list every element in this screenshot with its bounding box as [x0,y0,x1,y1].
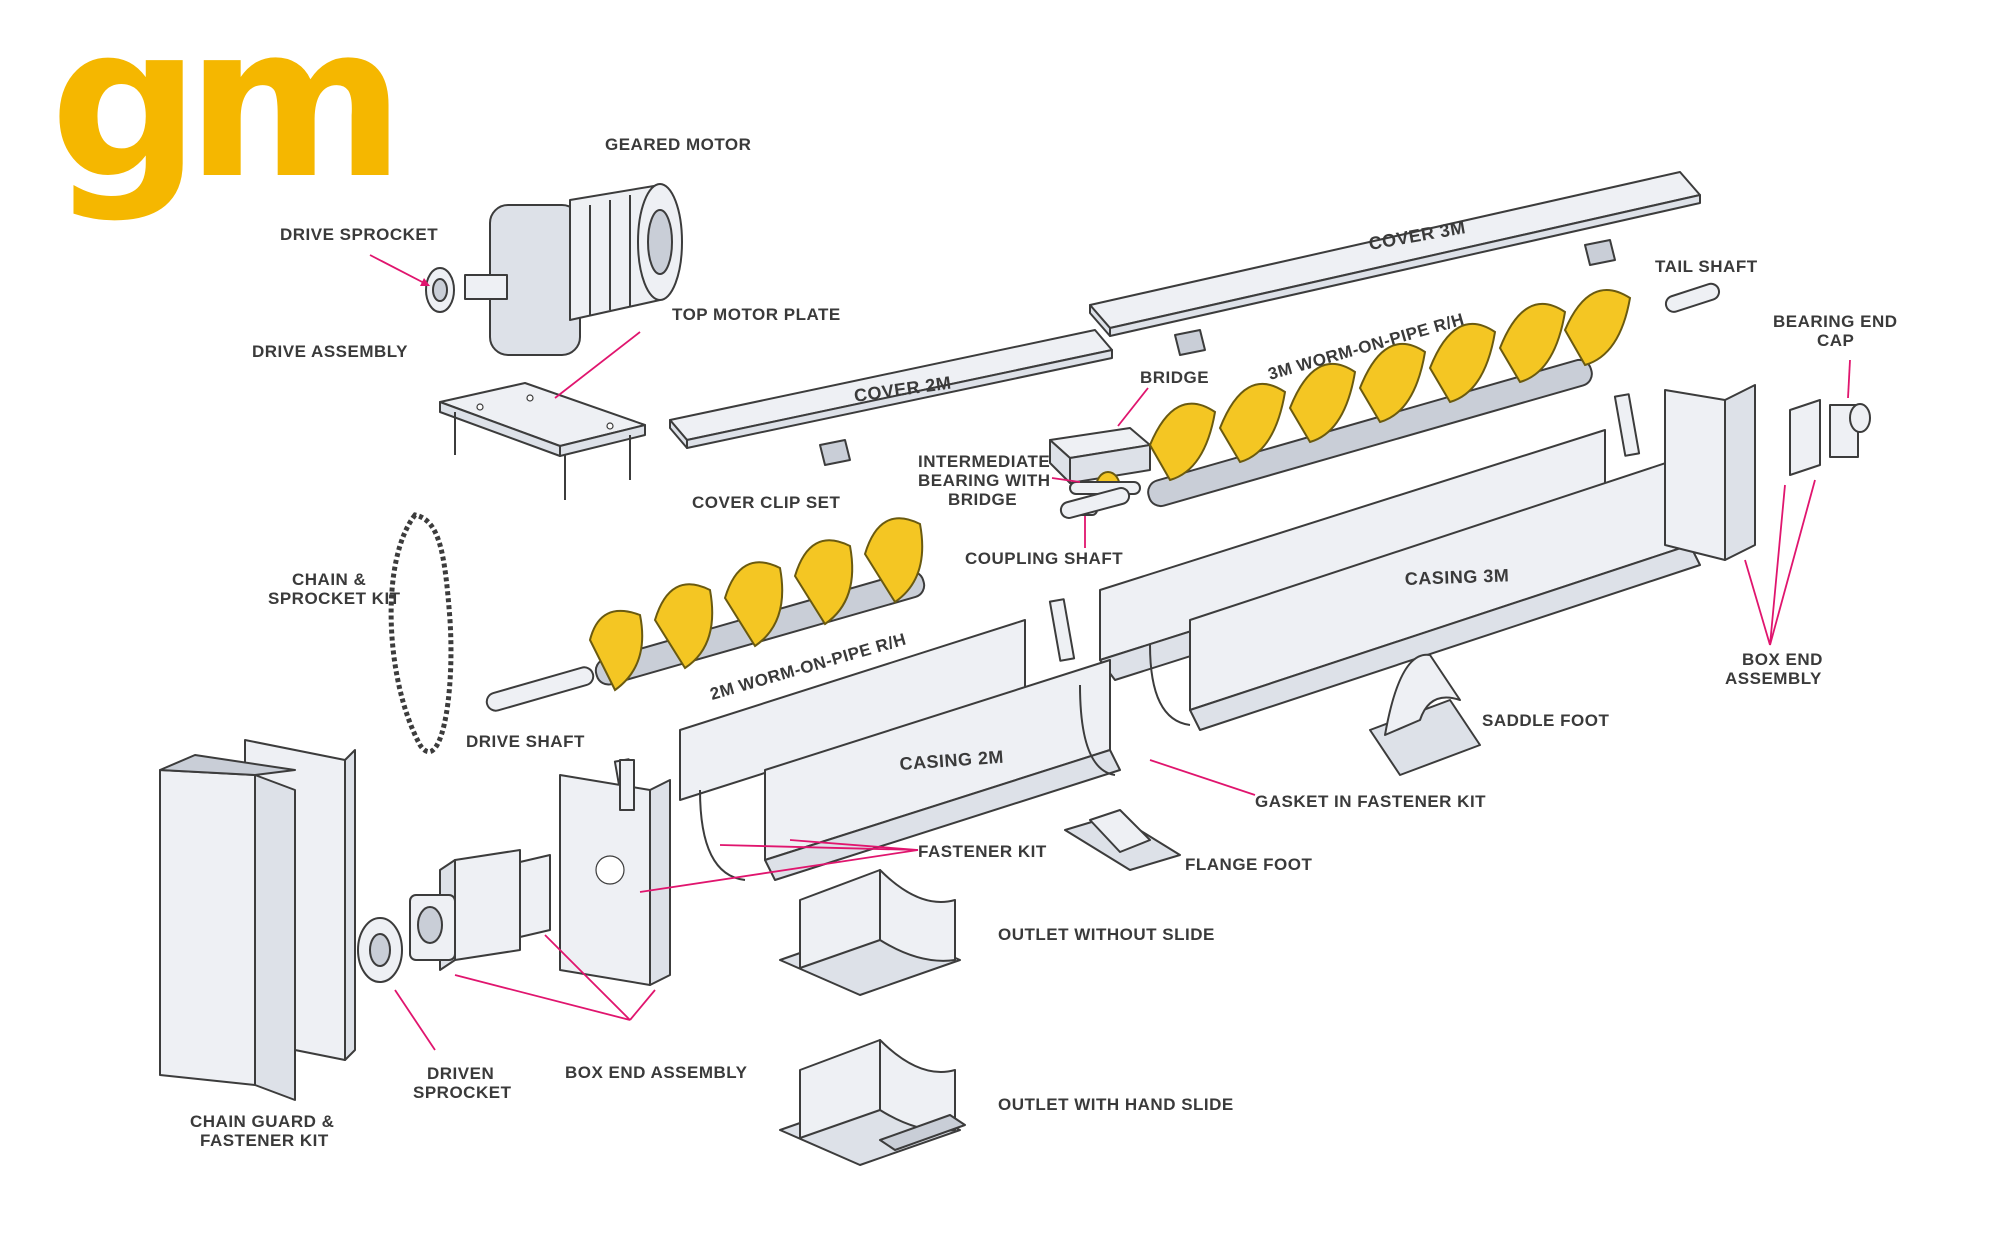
label-chain-guard-2: FASTENER KIT [200,1131,329,1150]
label-drive-assembly: DRIVE ASSEMBLY [252,342,408,361]
coupling-shaft [1059,487,1131,519]
label-box-end-assembly-right-1: BOX END [1742,650,1823,669]
worm-2m [588,517,926,692]
label-saddle-foot: SADDLE FOOT [1482,711,1609,730]
chain-guard [159,739,356,1101]
casing-2m [679,619,1121,881]
geared-motor [464,183,683,356]
label-box-end-assembly-right-2: ASSEMBLY [1725,669,1822,688]
label-driven-sprocket-1: DRIVEN [427,1064,494,1083]
label-geared-motor: GEARED MOTOR [605,135,751,154]
cover-3m [1089,171,1701,356]
label-top-motor-plate: TOP MOTOR PLATE [672,305,841,324]
bearing-housing [409,894,456,961]
label-fastener-kit: FASTENER KIT [918,842,1047,861]
worm-3m [1147,288,1632,508]
tail-shaft [1664,282,1721,313]
outlet-with-hand-slide [779,1039,966,1166]
label-outlet-with-hand-slide: OUTLET WITH HAND SLIDE [998,1095,1234,1114]
label-intermediate-bearing-2: BEARING WITH [918,471,1051,490]
label-chain-sprocket-kit-2: SPROCKET KIT [268,589,401,608]
label-gasket-in-fastener-kit: GASKET IN FASTENER KIT [1255,792,1486,811]
label-chain-guard-1: CHAIN GUARD & [190,1112,334,1131]
saddle-foot [1369,653,1481,776]
flange-foot [1064,809,1181,871]
label-chain-sprocket-kit-1: CHAIN & [292,570,366,589]
label-bearing-end-cap-2: CAP [1817,331,1854,350]
leader-lines [369,254,1851,1051]
top-motor-plate [439,382,646,500]
label-box-end-assembly-left: BOX END ASSEMBLY [565,1063,748,1082]
label-casing-3m: CASING 3M [1404,565,1509,589]
drive-shaft [485,666,595,712]
label-cover-clip-set: COVER CLIP SET [692,493,840,512]
label-intermediate-bearing-3: BRIDGE [948,490,1017,509]
outlet-without-slide [779,869,961,996]
logo-text: gm [50,0,391,225]
label-outlet-without-slide: OUTLET WITHOUT SLIDE [998,925,1215,944]
drive-sprocket [425,267,455,313]
box-end-plate [559,759,671,986]
box-end-assembly-right [1664,384,1871,561]
label-driven-sprocket-2: SPROCKET [413,1083,512,1102]
bridge [1049,427,1151,484]
label-drive-shaft: DRIVE SHAFT [466,732,585,751]
label-drive-sprocket: DRIVE SPROCKET [280,225,438,244]
gm-logo: gm [50,0,405,225]
label-coupling-shaft: COUPLING SHAFT [965,549,1123,568]
casing-3m [1099,429,1701,731]
chain-sprocket-kit [388,512,454,755]
label-intermediate-bearing-1: INTERMEDIATE [918,452,1050,471]
box-end-gasket [519,854,551,938]
label-bearing-end-cap-1: BEARING END [1773,312,1898,331]
label-bridge: BRIDGE [1140,368,1209,387]
cover-2m [669,329,1113,466]
label-flange-foot: FLANGE FOOT [1185,855,1312,874]
driven-sprocket [357,917,403,983]
label-tail-shaft: TAIL SHAFT [1655,257,1758,276]
